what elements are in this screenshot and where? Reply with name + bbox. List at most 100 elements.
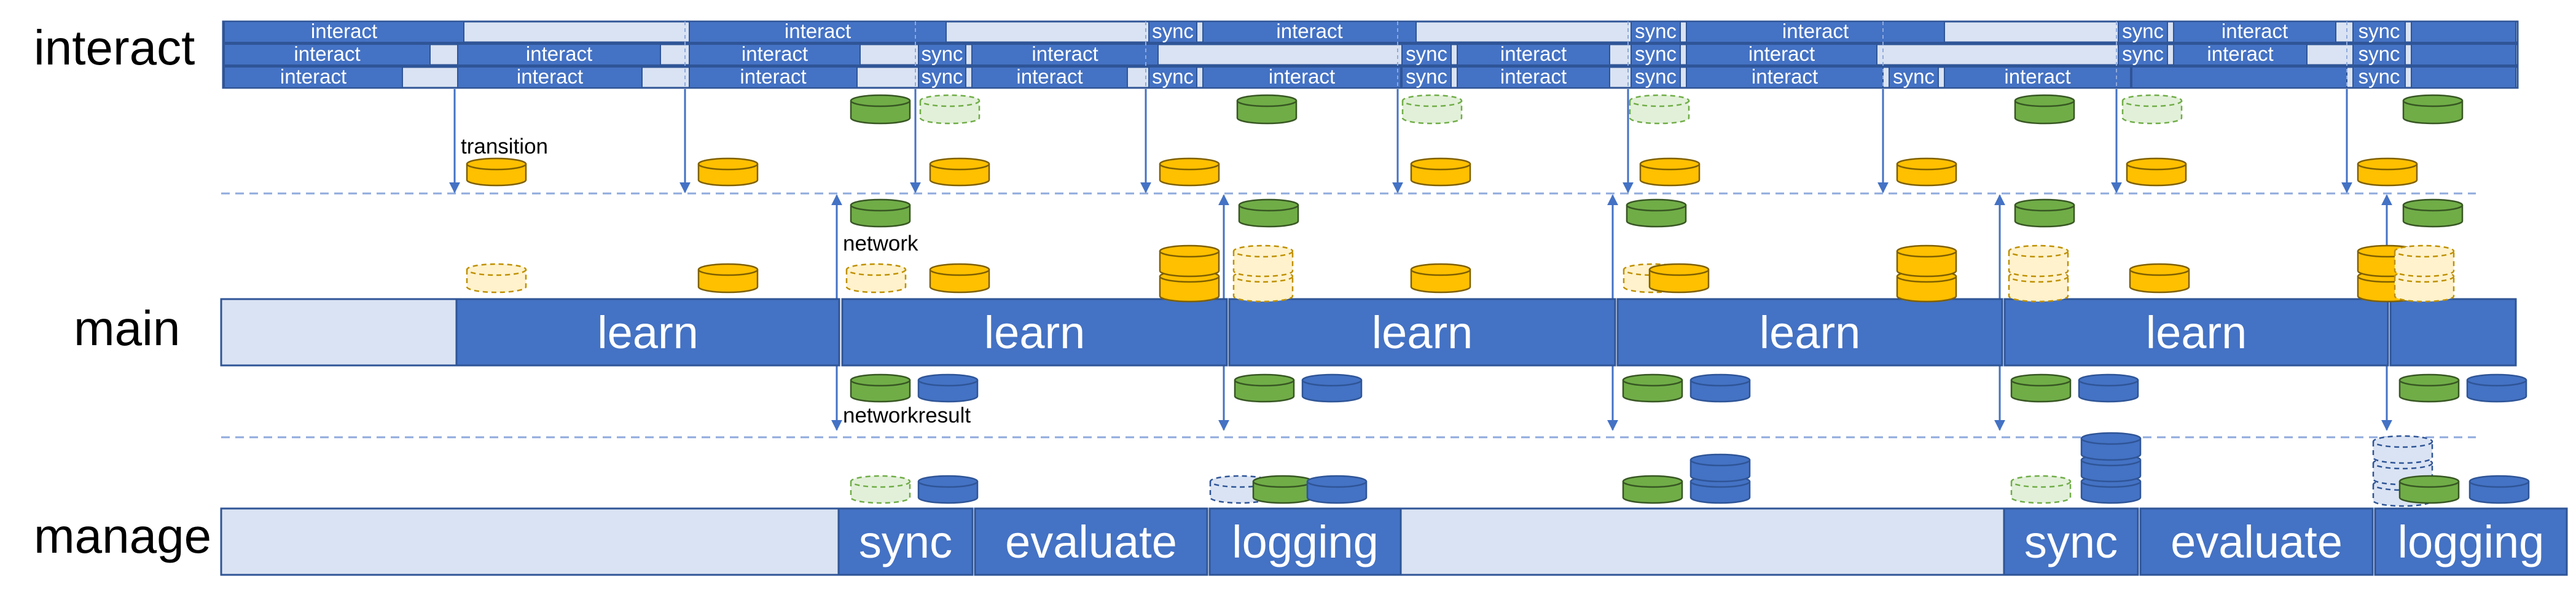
- data-cylinder: [1410, 263, 1471, 294]
- interact-segment: [2411, 66, 2516, 88]
- data-cylinder: [1896, 244, 1957, 303]
- interact-segment-sync: [1631, 44, 1681, 66]
- interact-segment-label: sync: [1635, 65, 1677, 88]
- data-cylinder: [2010, 475, 2072, 504]
- interact-segment-label: interact: [1269, 65, 1335, 88]
- interact-segment-interact: [224, 66, 403, 88]
- interact-segment-interact: [1686, 44, 1877, 66]
- data-cylinder: [1410, 157, 1471, 187]
- main-learn-block: [2003, 298, 2389, 367]
- row-label-interact: interact: [34, 20, 195, 75]
- interact-segment-sync: [1631, 66, 1681, 88]
- data-cylinder: [697, 157, 759, 187]
- interact-segment-interact: [1686, 66, 1884, 88]
- interact-segment-label: sync: [1635, 20, 1677, 42]
- data-cylinder: [850, 94, 911, 125]
- interact-segment-sync: [2352, 21, 2406, 43]
- data-cylinder: [919, 94, 981, 125]
- interact-segment-sync: [2352, 44, 2406, 66]
- data-cylinder: [845, 263, 907, 294]
- interact-segment-label: interact: [294, 42, 360, 65]
- interact-segment-interact: [971, 44, 1159, 66]
- data-cylinder: [917, 373, 979, 403]
- interact-segment-label: interact: [742, 42, 808, 65]
- interact-segment-interact: [1202, 21, 1417, 43]
- interact-segment-interact: [224, 44, 431, 66]
- data-cylinders: [466, 94, 2530, 507]
- interact-segment-label: sync: [1406, 65, 1447, 88]
- data-cylinder: [1689, 373, 1751, 403]
- data-cylinder: [1626, 198, 1687, 228]
- data-cylinder: [1639, 157, 1701, 187]
- manage-evaluate-block: [2139, 507, 2374, 576]
- data-cylinder: [2121, 94, 2183, 125]
- manage-logging-label: logging: [1232, 516, 1379, 567]
- interact-segment-label: sync: [2359, 65, 2400, 88]
- interact-segment-label: interact: [526, 42, 592, 65]
- main-learn-block: [1616, 298, 2003, 367]
- interact-segment-label: interact: [311, 20, 377, 42]
- annotation-transition: transition: [461, 134, 548, 158]
- annotation-network: network: [843, 232, 918, 255]
- interact-segment-sync: [1148, 66, 1197, 88]
- manage-sync-block: [837, 507, 974, 576]
- interact-segment-interact: [971, 66, 1128, 88]
- data-cylinder: [1236, 94, 1298, 125]
- main-learn-label: learn: [1372, 307, 1473, 358]
- data-cylinder: [1306, 475, 1368, 504]
- manage-logging-block: [1208, 507, 1402, 576]
- interact-segment-label: sync: [922, 42, 963, 65]
- data-cylinder: [697, 263, 759, 294]
- interact-segment-sync: [2352, 66, 2406, 88]
- data-cylinder: [2398, 373, 2460, 403]
- data-cylinder: [917, 475, 979, 504]
- data-cylinder: [2394, 244, 2455, 303]
- main-learn-label: learn: [2146, 307, 2247, 358]
- data-cylinder: [1252, 475, 1313, 504]
- data-cylinder: [2398, 475, 2460, 504]
- interact-segment-interact: [1457, 44, 1610, 66]
- interact-segment-label: sync: [2122, 42, 2164, 65]
- data-cylinder: [1622, 475, 1683, 504]
- data-cylinder: [2357, 157, 2418, 187]
- data-cylinder: [1689, 453, 1751, 504]
- data-cylinder: [929, 157, 990, 187]
- interact-segment-label: interact: [1500, 42, 1567, 65]
- interact-segment-interact: [689, 66, 858, 88]
- data-cylinder: [2466, 373, 2527, 403]
- data-cylinder: [850, 198, 911, 228]
- interact-segment-label: sync: [2359, 42, 2400, 65]
- interact-segment-interact: [224, 21, 464, 43]
- interact-segment-sync: [1401, 44, 1452, 66]
- interact-segment-label: sync: [2359, 20, 2400, 42]
- data-cylinder: [1622, 373, 1683, 403]
- interact-segment-sync: [918, 66, 966, 88]
- data-cylinder: [2402, 198, 2464, 228]
- interact-segment-label: interact: [1500, 65, 1567, 88]
- interact-segment-label: sync: [2122, 20, 2164, 42]
- interact-segment: [2411, 21, 2516, 43]
- interact-segment: [2411, 44, 2516, 66]
- data-cylinder: [2402, 94, 2464, 125]
- main-learn-label: learn: [597, 307, 699, 358]
- interact-segment-label: interact: [1276, 20, 1342, 42]
- interact-segment-label: sync: [1152, 20, 1194, 42]
- interact-segment-sync: [1631, 21, 1681, 43]
- manage-evaluate-label: evaluate: [1005, 516, 1177, 567]
- interact-segment-interact: [457, 44, 661, 66]
- interact-segment-sync: [1889, 66, 1939, 88]
- interact-segment-label: sync: [1893, 65, 1935, 88]
- interact-segment-label: interact: [1032, 42, 1098, 65]
- data-cylinder: [2078, 373, 2139, 403]
- data-cylinder: [1301, 373, 1363, 403]
- interact-segment-interact: [1457, 66, 1610, 88]
- interact-segment-interact: [1202, 66, 1401, 88]
- interact-segment-label: sync: [1635, 42, 1677, 65]
- data-cylinder: [2468, 475, 2530, 504]
- annotation-networkresult: networkresult: [843, 403, 971, 427]
- main-learn-block: [841, 298, 1228, 367]
- manage-evaluate-block: [974, 507, 1208, 576]
